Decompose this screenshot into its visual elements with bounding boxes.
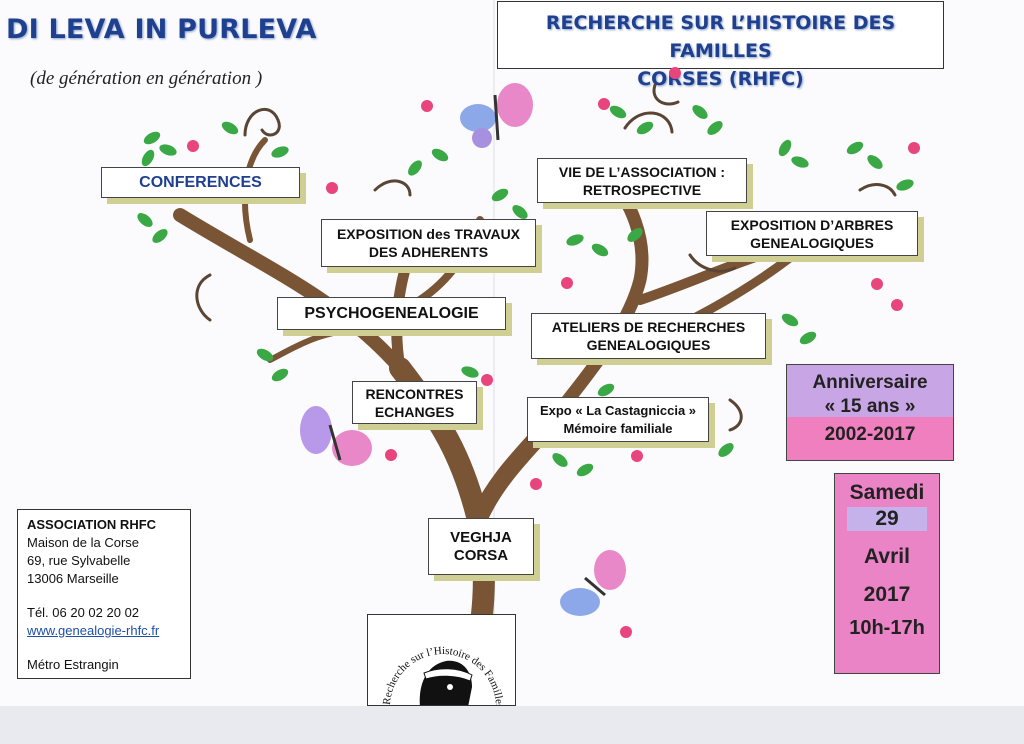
butterfly-icon (560, 550, 626, 616)
event-year: 2017 (863, 583, 911, 606)
branch-rencontres: RENCONTRES ECHANGES (352, 381, 477, 424)
contact-box: ASSOCIATION RHFC Maison de la Corse 69, … (17, 509, 191, 679)
contact-phone: Tél. 06 20 02 20 02 (27, 605, 140, 620)
contact-metro: Métro Estrangin (27, 657, 119, 672)
branch-vie-association-line-2: RETROSPECTIVE (582, 181, 702, 198)
event-month: Avril (864, 545, 910, 568)
branch-ateliers-line-1: ATELIERS DE RECHERCHES (551, 319, 746, 335)
org-header-line-1: RECHERCHE SUR L’HISTOIRE DES FAMILLES (545, 12, 896, 62)
subtitle: (de génération en génération ) (30, 68, 263, 89)
page-bottom-margin (0, 706, 1024, 744)
tree-leaves (137, 105, 914, 477)
contact-address-line-1: Maison de la Corse (27, 535, 139, 550)
event-day-name: Samedi (849, 481, 925, 504)
event-day: 29 (847, 507, 927, 531)
branch-conferences: CONFERENCES (101, 167, 300, 198)
tree-flowers (187, 67, 920, 638)
page-fold (493, 0, 495, 744)
branch-expo-castagniccia: Expo « La Castagniccia » Mémoire familia… (527, 397, 709, 442)
moor-head-icon (419, 660, 473, 705)
contact-address-line-3: 13006 Marseille (27, 571, 119, 586)
branch-psychogenealogie: PSYCHOGENEALOGIE (277, 297, 506, 330)
branch-exposition-arbres: EXPOSITION D’ARBRES GENEALOGIQUES (706, 211, 918, 256)
branch-vie-association: VIE DE L’ASSOCIATION : RETROSPECTIVE (537, 158, 747, 203)
branch-psychogenealogie-text: PSYCHOGENEALOGIE (304, 304, 479, 322)
branch-veghja-corsa-line-2: CORSA (453, 546, 509, 564)
contact-address-line-2: 69, rue Sylvabelle (27, 553, 131, 568)
contact-org: ASSOCIATION RHFC (27, 517, 157, 532)
rhfc-logo-graphic: Recherche sur l’Histoire des Familles Co… (368, 615, 505, 705)
branch-exposition-travaux-line-2: DES ADHERENTS (368, 244, 489, 260)
event-hours: 10h-17h (849, 617, 925, 639)
butterfly-icon (300, 406, 372, 466)
branch-rencontres-line-1: RENCONTRES (365, 385, 464, 402)
branch-exposition-arbres-line-2: GENEALOGIQUES (750, 234, 874, 251)
branch-conferences-text: CONFERENCES (139, 173, 262, 191)
branch-exposition-travaux-line-1: EXPOSITION des TRAVAUX (336, 226, 521, 242)
contact-website-link[interactable]: www.genealogie-rhfc.fr (27, 623, 160, 638)
branch-ateliers: ATELIERS DE RECHERCHES GENEALOGIQUES (531, 313, 766, 359)
branch-rencontres-line-2: ECHANGES (374, 403, 455, 420)
branch-expo-castagniccia-line-2: Mémoire familiale (563, 420, 673, 436)
tree-vines (195, 83, 897, 432)
branch-exposition-travaux: EXPOSITION des TRAVAUX DES ADHERENTS (321, 219, 536, 267)
anniversary-line-2: « 15 ans » (824, 396, 916, 417)
branch-veghja-corsa-line-1: VEGHJA (450, 528, 512, 546)
branch-expo-castagniccia-line-1: Expo « La Castagniccia » (539, 402, 697, 418)
anniversary-line-3: 2002-2017 (824, 424, 916, 445)
anniversary-line-1: Anniversaire (812, 372, 928, 393)
branch-exposition-arbres-line-1: EXPOSITION D’ARBRES (730, 216, 894, 233)
org-header: RECHERCHE SUR L’HISTOIRE DES FAMILLES CO… (497, 1, 944, 90)
event-date-box: Samedi 29 Avril 2017 10h-17h (834, 473, 940, 674)
branch-vie-association-line-1: VIE DE L’ASSOCIATION : (558, 163, 726, 180)
butterfly-icon (460, 83, 533, 148)
rhfc-logo: Recherche sur l’Histoire des Familles Co… (367, 614, 516, 706)
anniversary-box: Anniversaire « 15 ans » 2002-2017 (786, 364, 954, 461)
main-title: DI LEVA IN PURLEVA (6, 14, 317, 45)
branch-ateliers-line-2: GENEALOGIQUES (586, 337, 711, 353)
branch-veghja-corsa: VEGHJA CORSA (428, 518, 534, 575)
